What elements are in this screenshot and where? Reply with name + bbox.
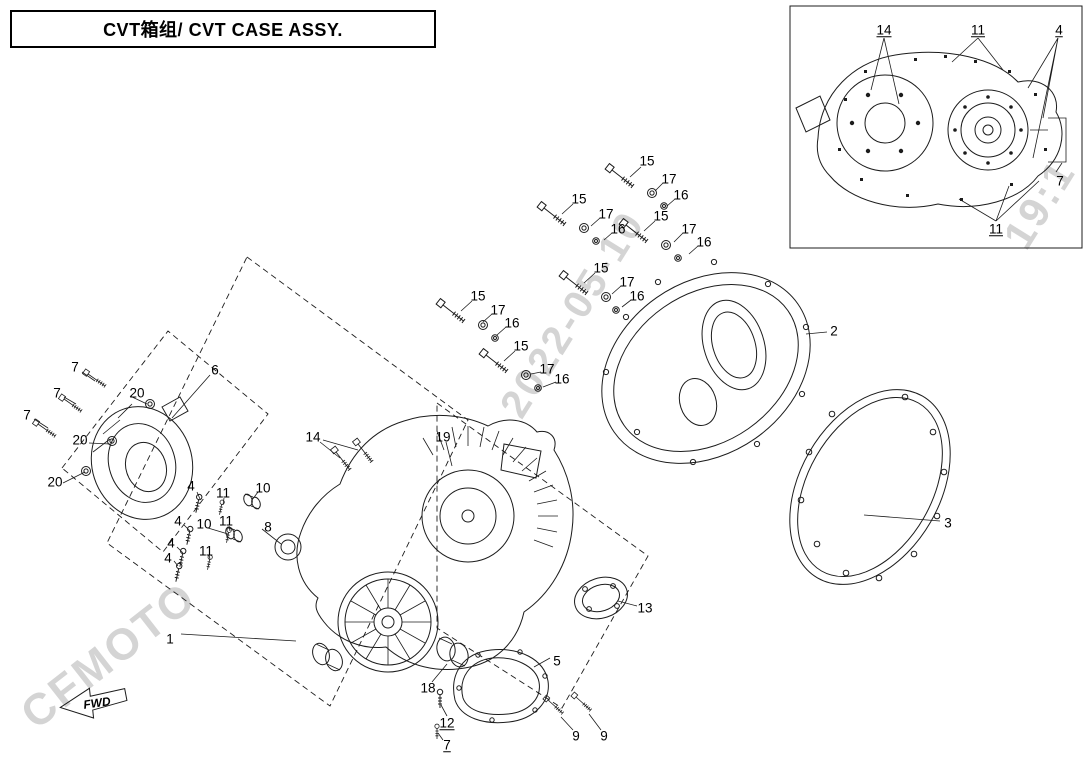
- callout-4: 4: [174, 513, 182, 529]
- callout-15: 15: [593, 260, 609, 276]
- callout-16: 16: [673, 187, 689, 203]
- callout-11: 11: [198, 543, 214, 559]
- callout-4: 4: [187, 478, 195, 494]
- fasteners: [32, 163, 682, 740]
- page-title: CVT箱组/ CVT CASE ASSY.: [10, 10, 436, 48]
- inset-assembled-view: [789, 5, 1083, 249]
- callout-10: 10: [196, 516, 212, 532]
- inset-callout-14: 14: [876, 22, 892, 38]
- dashed-group-boxes: [61, 256, 649, 709]
- callout-20: 20: [47, 474, 63, 490]
- callout-7: 7: [443, 737, 451, 753]
- callout-15: 15: [470, 288, 486, 304]
- callout-16: 16: [696, 234, 712, 250]
- callout-2: 2: [830, 323, 838, 339]
- callout-9: 9: [572, 728, 580, 744]
- callout-8: 8: [264, 519, 272, 535]
- callout-9: 9: [600, 728, 608, 744]
- callout-17: 17: [619, 274, 635, 290]
- inset-callout-4: 4: [1055, 22, 1063, 38]
- inset-bolt-markers: [838, 55, 1047, 201]
- callout-7: 7: [23, 407, 31, 423]
- part-2-cvt-outer-cover: [601, 258, 811, 466]
- callout-15: 15: [513, 338, 529, 354]
- callout-20: 20: [72, 432, 88, 448]
- callout-15: 15: [639, 153, 655, 169]
- callout-16: 16: [504, 315, 520, 331]
- part-6-left-cover: [90, 396, 194, 520]
- part-5-small-gasket: [453, 649, 549, 724]
- inset-callout-11: 11: [970, 22, 986, 38]
- callout-1: 1: [166, 631, 174, 647]
- callout-12: 12: [439, 715, 455, 731]
- callout-20: 20: [129, 385, 145, 401]
- part-3-gasket: [789, 389, 951, 585]
- callout-6: 6: [211, 362, 219, 378]
- callout-15: 15: [571, 191, 587, 207]
- callout-17: 17: [539, 361, 555, 377]
- callout-16: 16: [629, 288, 645, 304]
- callout-7: 7: [53, 385, 61, 401]
- callout-15: 15: [653, 208, 669, 224]
- callout-10: 10: [255, 480, 271, 496]
- callout-4: 4: [167, 535, 175, 551]
- part-10-sleeves: [225, 493, 261, 543]
- part-13-small-cover: [574, 576, 628, 620]
- callout-4: 4: [164, 550, 172, 566]
- callout-11: 11: [218, 513, 234, 529]
- callout-18: 18: [420, 680, 436, 696]
- callout-17: 17: [598, 206, 614, 222]
- inset-callout-11b: 11: [988, 221, 1004, 237]
- callout-17: 17: [661, 171, 677, 187]
- callout-14: 14: [305, 429, 321, 445]
- callout-16: 16: [554, 371, 570, 387]
- fwd-arrow-icon: [59, 687, 128, 719]
- callout-13: 13: [637, 600, 653, 616]
- leader-lines: [33, 166, 941, 741]
- callout-11: 11: [215, 485, 231, 501]
- part-18-bushing: [436, 636, 469, 668]
- callout-17: 17: [490, 302, 506, 318]
- callout-5: 5: [553, 653, 561, 669]
- inset-callout-7: 7: [1056, 173, 1064, 189]
- callout-3: 3: [944, 515, 952, 531]
- callout-16: 16: [610, 221, 626, 237]
- part-1-cvt-housing: [296, 414, 574, 673]
- part-8-seal: [274, 533, 302, 561]
- callout-19: 19: [435, 429, 451, 445]
- callout-17: 17: [681, 221, 697, 237]
- callout-7: 7: [71, 359, 79, 375]
